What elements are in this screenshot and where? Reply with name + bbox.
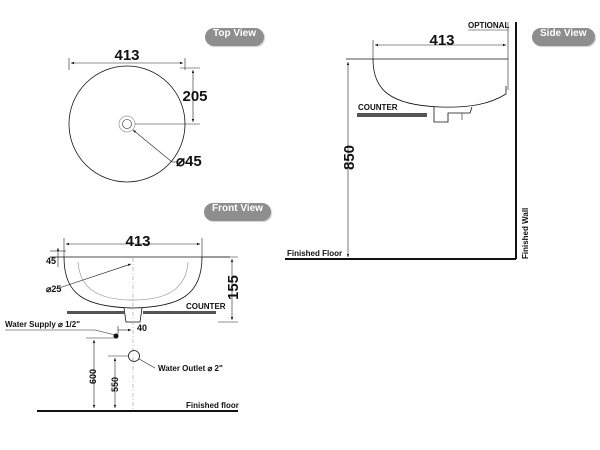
drain-diameter-label: ⌀45 (176, 153, 202, 170)
side-height-label: 850 (341, 145, 358, 170)
front-view: 413 COUNTER 45 ⌀25 155 40 Water Supply ⌀ (5, 233, 242, 412)
front-view-badge: Front View (204, 203, 271, 221)
front-counter-label: COUNTER (186, 302, 226, 311)
basin-profile-front (63, 256, 203, 309)
side-counter-label: COUNTER (358, 103, 398, 112)
water-supply-label: Water Supply ⌀ 1/2" (5, 320, 80, 329)
front-rim-label: 45 (46, 256, 56, 266)
side-counter-slab (357, 113, 427, 117)
top-depth-label: 205 (182, 88, 207, 105)
side-view: Finished Wall Finished Floor OPTIONAL 41… (285, 21, 530, 260)
side-view-badge: Side View (532, 28, 595, 46)
basin-profile-side (372, 58, 507, 108)
front-finished-floor-label: Finished floor (186, 401, 239, 410)
optional-label: OPTIONAL (468, 21, 509, 30)
front-height-label: 155 (225, 275, 242, 300)
top-view: 413 205 ⌀45 (68, 47, 208, 183)
drain-hole-inner (122, 119, 132, 129)
top-width-label: 413 (114, 47, 139, 64)
outlet-height-label: 550 (110, 377, 120, 392)
finished-wall-label: Finished Wall (521, 208, 530, 259)
water-supply-point (113, 333, 119, 339)
side-finished-floor-label: Finished Floor (287, 249, 342, 258)
side-width-label: 413 (429, 32, 454, 49)
supply-height-label: 600 (88, 369, 98, 384)
front-counter-right (143, 311, 216, 314)
overflow-diameter-label: ⌀25 (46, 284, 61, 294)
drain-hole-outer (118, 115, 136, 133)
water-outlet-circle (128, 350, 140, 362)
front-width-label: 413 (125, 233, 150, 250)
front-counter-left (67, 311, 125, 314)
drain-leader-line (132, 129, 173, 163)
water-outlet-label: Water Outlet ⌀ 2" (158, 364, 223, 373)
front-offset-label: 40 (137, 323, 147, 333)
top-view-badge: Top View (205, 28, 264, 46)
